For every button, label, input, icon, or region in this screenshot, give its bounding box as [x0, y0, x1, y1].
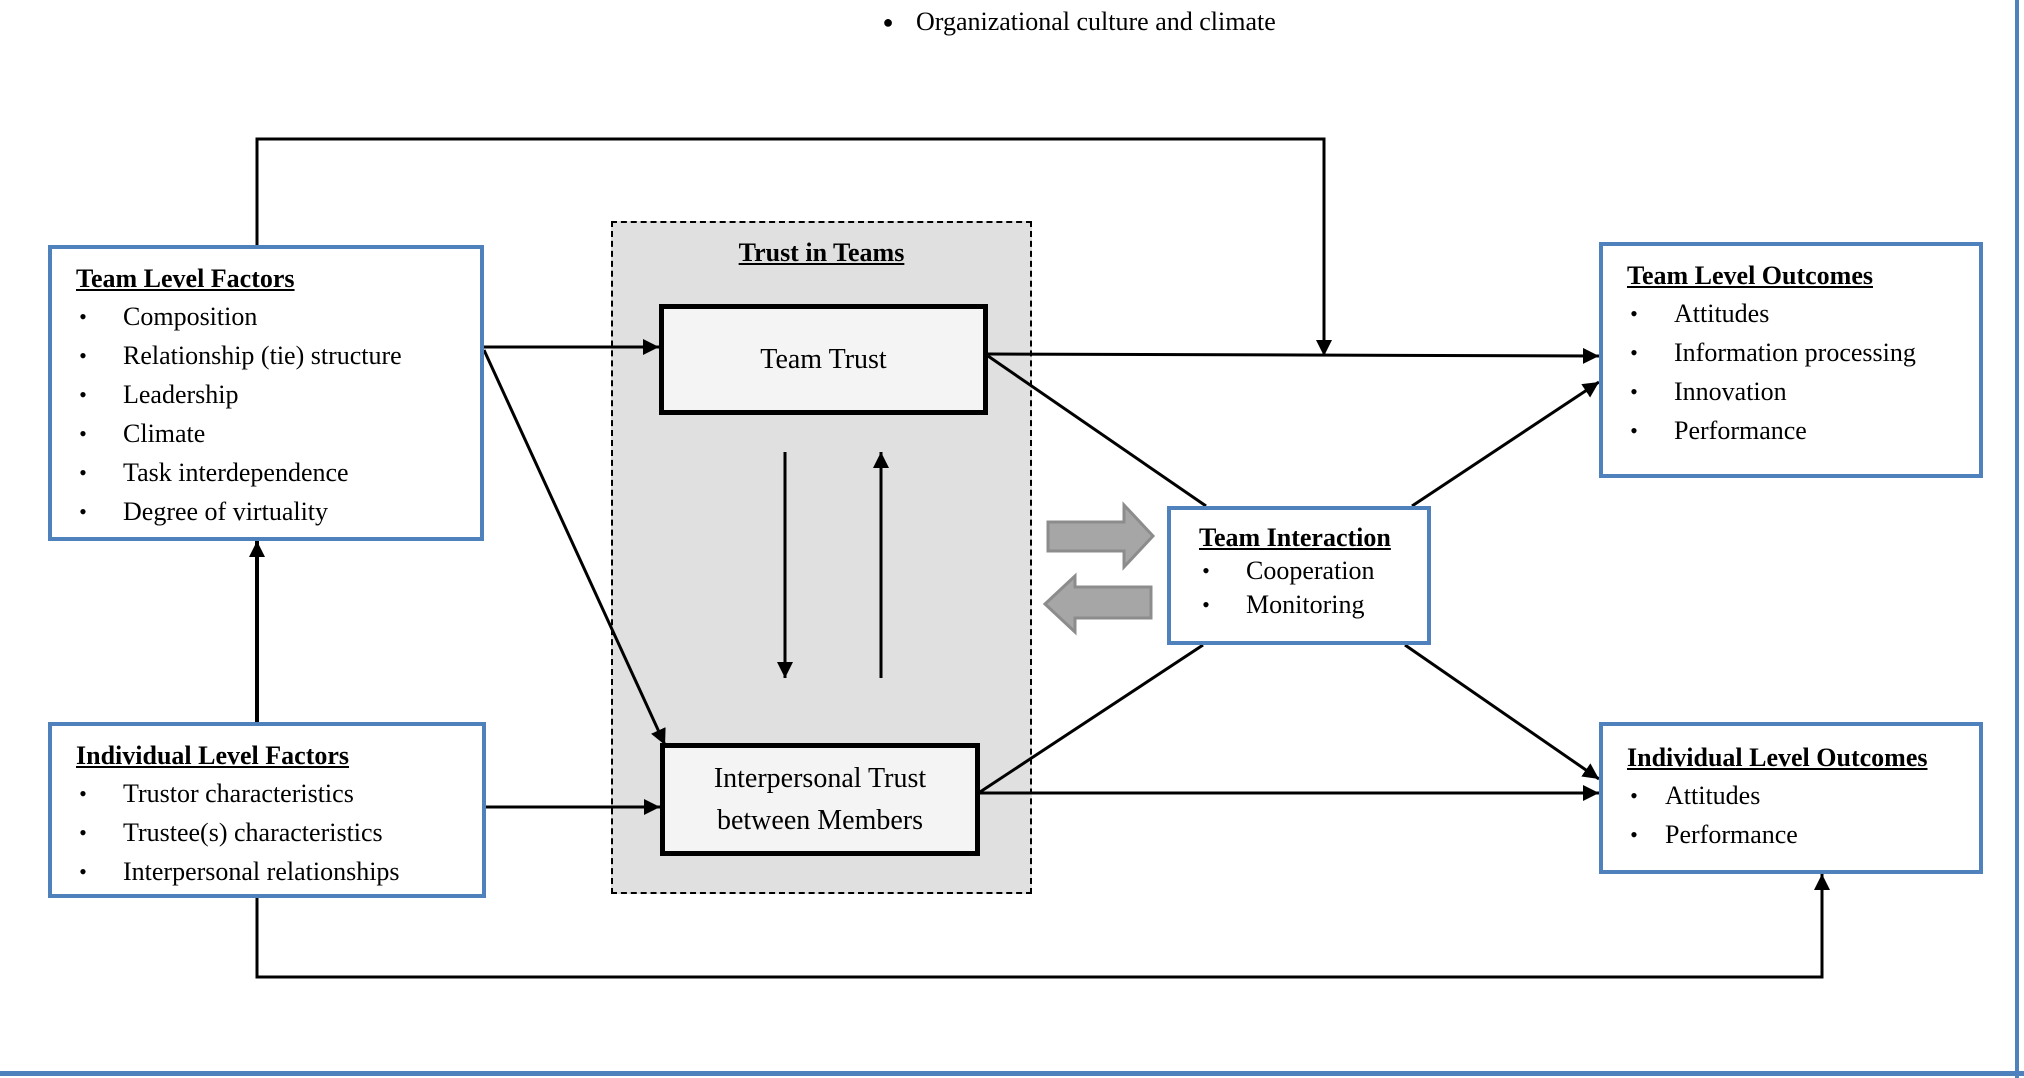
list-item: Trustor characteristics: [76, 774, 482, 813]
block-arrow-right: [1046, 501, 1156, 571]
team-interaction-title: Team Interaction: [1199, 523, 1391, 552]
list-item: Interpersonal relationships: [76, 852, 482, 891]
individual-level-factors-list: Trustor characteristics Trustee(s) chara…: [76, 774, 482, 891]
individual-level-factors-title: Individual Level Factors: [76, 741, 350, 770]
team-level-outcomes-box: Team Level Outcomes Attitudes Informatio…: [1599, 242, 1983, 478]
arrow-team-factors-to-interpersonal-trust: [482, 349, 667, 746]
list-item: Composition: [76, 297, 480, 336]
team-trust-label: Team Trust: [760, 343, 887, 375]
individual-level-factors-box: Individual Level Factors Trustor charact…: [48, 722, 486, 898]
page-frame-right: [2015, 0, 2019, 1078]
team-level-outcomes-list: Attitudes Information processing Innovat…: [1627, 294, 1979, 450]
list-item: Monitoring: [1199, 588, 1427, 622]
list-item: Performance: [1627, 411, 1979, 450]
team-level-factors-box: Team Level Factors Composition Relations…: [48, 245, 484, 541]
list-item: Information processing: [1627, 333, 1979, 372]
bullet-icon: ●: [882, 12, 894, 32]
list-item: Relationship (tie) structure: [76, 336, 480, 375]
organizational-context: ● Organizational culture and climate: [860, 6, 1276, 38]
list-item: Climate: [76, 414, 480, 453]
team-level-factors-title: Team Level Factors: [76, 264, 295, 293]
list-item: Degree of virtuality: [76, 492, 480, 531]
trust-in-teams-title: Trust in Teams: [738, 238, 905, 267]
list-item: Leadership: [76, 375, 480, 414]
page-frame-bottom: [0, 1071, 2024, 1076]
interpersonal-trust-box: Interpersonal Trust between Members: [660, 743, 980, 856]
arrow-team-trust-to-team-outcomes: [987, 347, 1600, 364]
individual-level-outcomes-list: Attitudes Performance: [1627, 776, 1979, 854]
line-interpersonal-to-interaction: [979, 643, 1204, 794]
list-item: Performance: [1627, 815, 1979, 854]
list-item: Attitudes: [1627, 294, 1979, 333]
arrow-interaction-to-individual-outcomes: [1404, 643, 1600, 781]
team-level-factors-list: Composition Relationship (tie) structure…: [76, 297, 480, 531]
feedback-loop-top: [255, 137, 1332, 356]
individual-level-outcomes-box: Individual Level Outcomes Attitudes Perf…: [1599, 722, 1983, 874]
list-item: Trustee(s) characteristics: [76, 813, 482, 852]
feedback-loop-bottom: [255, 874, 1830, 979]
block-arrow-left: [1042, 572, 1153, 636]
team-interaction-box: Team Interaction Cooperation Monitoring: [1167, 506, 1431, 645]
interpersonal-trust-label-line1: Interpersonal Trust: [713, 762, 927, 794]
team-trust-box: Team Trust: [659, 304, 988, 415]
team-interaction-list: Cooperation Monitoring: [1199, 554, 1427, 622]
interpersonal-trust-label-line2: between Members: [716, 804, 924, 836]
line-team-trust-to-interaction: [987, 354, 1207, 508]
team-level-outcomes-title: Team Level Outcomes: [1627, 261, 1873, 290]
organizational-context-text: Organizational culture and climate: [916, 7, 1276, 36]
list-item: Innovation: [1627, 372, 1979, 411]
list-item: Attitudes: [1627, 776, 1979, 815]
arrow-interaction-to-team-outcomes: [1411, 380, 1600, 508]
individual-level-outcomes-title: Individual Level Outcomes: [1627, 743, 1928, 772]
list-item: Task interdependence: [76, 453, 480, 492]
list-item: Cooperation: [1199, 554, 1427, 588]
